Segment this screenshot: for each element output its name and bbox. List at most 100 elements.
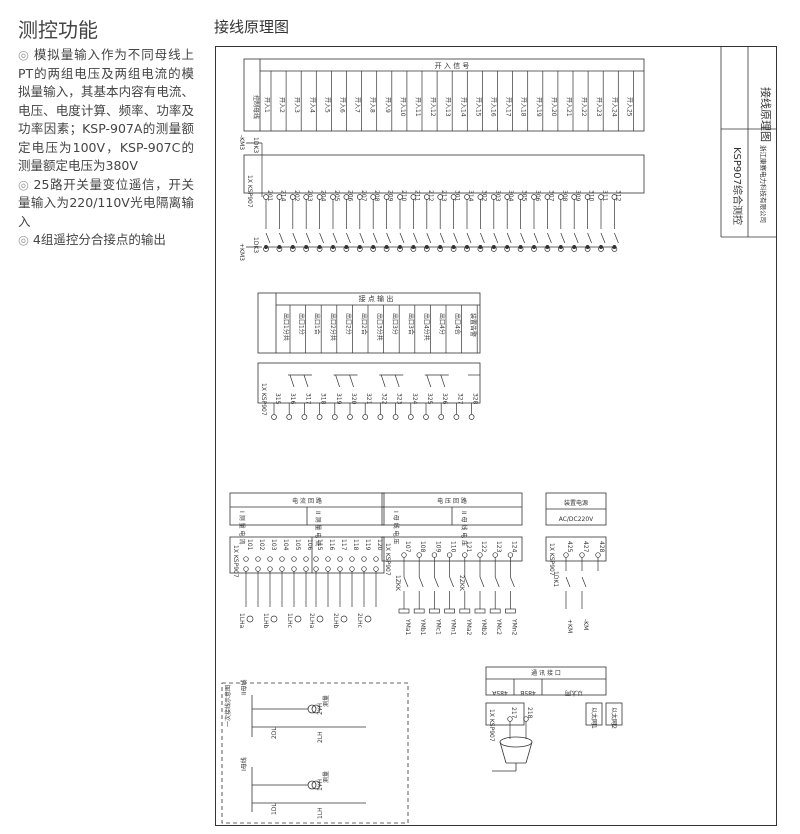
switch-contact bbox=[520, 232, 525, 244]
output-channel-label: 装置告警 bbox=[469, 313, 477, 337]
km-top-label: -KM3 bbox=[238, 135, 245, 150]
terminal-icon bbox=[271, 414, 277, 420]
switch-contact bbox=[466, 232, 472, 244]
comm-port: 485A bbox=[491, 689, 507, 696]
ct-label: 1LH bbox=[317, 807, 324, 819]
power-minus: -KM bbox=[582, 619, 589, 630]
fuse-icon bbox=[459, 608, 471, 614]
terminal-icon bbox=[291, 566, 297, 572]
feature-item: ◎25路开关量变位遥信，开关量输入为220/110V光电隔离输入 bbox=[18, 176, 194, 232]
switch-contact bbox=[319, 232, 324, 244]
feature-text: 4组遥控分合接点的输出 bbox=[32, 232, 166, 247]
switch-contact bbox=[292, 232, 298, 244]
input-channel-label: 开入5 bbox=[323, 97, 330, 113]
voltage-terminal-number: 121 bbox=[465, 541, 472, 553]
terminal-icon bbox=[337, 556, 343, 562]
voltage-terminal-number: 109 bbox=[434, 541, 441, 553]
input-terminal-number: 211 bbox=[413, 190, 420, 202]
current-terminal-number: 115 bbox=[316, 539, 323, 551]
voltage-terminal-number: 110 bbox=[450, 541, 457, 553]
input-terminal-number: 314 bbox=[467, 190, 474, 202]
bus-label: YMc2 bbox=[495, 618, 502, 635]
km-bottom-label: +KM3 bbox=[238, 243, 245, 261]
output-channel-label: 出口3分 bbox=[391, 313, 399, 335]
power-value: AC/DC220V bbox=[559, 516, 594, 523]
input-channel-label: 开入23 bbox=[595, 97, 602, 117]
output-channel-label: 出口2合 bbox=[360, 313, 368, 335]
output-terminal-number: 324 bbox=[411, 393, 418, 405]
voltage-terminal-number: 124 bbox=[510, 541, 517, 553]
terminal-icon bbox=[362, 414, 369, 420]
output-terminal-number: 321 bbox=[365, 393, 372, 405]
bus-label: YMb2 bbox=[480, 618, 487, 636]
device-label: 1X KSP907 bbox=[232, 545, 239, 578]
output-terminal-number: 319 bbox=[335, 393, 342, 405]
output-terminal-number: 328 bbox=[472, 393, 479, 405]
input-terminal-number: 308 bbox=[561, 190, 568, 202]
switch-contact bbox=[346, 232, 351, 244]
output-terminal-number: 325 bbox=[426, 393, 433, 405]
terminal-icon bbox=[492, 552, 498, 558]
switch-contact bbox=[413, 232, 418, 244]
input-terminal-number: 301 bbox=[454, 190, 461, 202]
input-terminal-number: 209 bbox=[387, 190, 394, 202]
input-terminal-number: 208 bbox=[373, 190, 380, 202]
ct-label: 1LHc bbox=[286, 613, 293, 628]
eth-port-label: 以太网2 bbox=[610, 707, 618, 729]
inputs-header: 开 入 信 号 bbox=[435, 61, 470, 70]
drawing-name: 接线原理图 bbox=[759, 87, 773, 142]
output-channel-label: 出口4合 bbox=[454, 313, 462, 335]
terminal-icon bbox=[477, 552, 483, 558]
switch-contact bbox=[565, 576, 571, 588]
input-channel-label: 开入6 bbox=[339, 97, 346, 113]
switch-contact bbox=[494, 576, 500, 588]
input-terminal-number: 214 bbox=[279, 190, 286, 202]
ct-label: 2LHa bbox=[308, 613, 315, 629]
terminal-icon bbox=[291, 556, 297, 562]
voltage-terminal-number: 107 bbox=[404, 541, 411, 553]
output-terminal-number: 318 bbox=[320, 393, 327, 405]
switch-contact bbox=[547, 232, 552, 244]
output-terminal-number: 323 bbox=[396, 393, 403, 405]
primary-title: 一次接线示意图 bbox=[224, 685, 232, 727]
current-terminal-number: 119 bbox=[364, 539, 371, 551]
output-channel-label: 出口1分共 bbox=[282, 313, 290, 341]
current-group1: I 测 量 电 流 bbox=[238, 511, 246, 544]
input-channel-label: 开入13 bbox=[444, 97, 451, 117]
voltage-terminal-number: 108 bbox=[419, 541, 426, 553]
bus-label: YMb1 bbox=[419, 618, 426, 636]
terminal-icon bbox=[392, 414, 399, 420]
terminal-icon bbox=[563, 552, 569, 558]
switch-contact bbox=[403, 576, 409, 588]
terminal-icon bbox=[361, 556, 367, 562]
ct-coil-icon bbox=[364, 615, 372, 623]
power-header: 装置电源 bbox=[564, 499, 588, 507]
fuse-icon bbox=[489, 608, 501, 614]
power-switch: 1DK1 bbox=[552, 571, 559, 587]
input-channel-label: 开入3 bbox=[293, 97, 300, 113]
input-channel-label: 开入18 bbox=[520, 97, 527, 117]
terminal-icon bbox=[267, 566, 273, 572]
terminal-icon bbox=[423, 414, 429, 420]
switch-contact bbox=[493, 232, 499, 244]
device-label: 1X KSP907 bbox=[548, 543, 555, 576]
terminal-icon bbox=[286, 414, 293, 420]
output-terminal-number: 317 bbox=[304, 393, 311, 405]
input-terminal-number: 204 bbox=[320, 190, 327, 202]
terminal-icon bbox=[325, 566, 331, 572]
ct-label: 2LHb bbox=[332, 613, 339, 629]
voltage-switch: 2ZKK bbox=[458, 575, 465, 592]
voltage-group2: II 母 线 电 压 bbox=[460, 511, 468, 546]
power-plus: +KM bbox=[566, 619, 573, 633]
terminal-icon bbox=[507, 552, 514, 558]
terminal-icon bbox=[347, 414, 353, 420]
input-terminal-number: 302 bbox=[480, 190, 487, 202]
terminal-icon bbox=[446, 552, 453, 558]
current-terminal-number: 101 bbox=[246, 539, 253, 551]
current-terminal-number: 102 bbox=[258, 539, 265, 551]
feature-text: 模拟量输入作为不同母线上PT的两组电压及两组电流的模拟量输入，其基本内容有电流、… bbox=[18, 47, 194, 173]
measure-label: 测量 bbox=[322, 771, 330, 783]
input-channel-label: 开入22 bbox=[580, 97, 587, 117]
terminal-icon bbox=[349, 566, 355, 572]
input-channel-label: 开入10 bbox=[399, 97, 406, 117]
